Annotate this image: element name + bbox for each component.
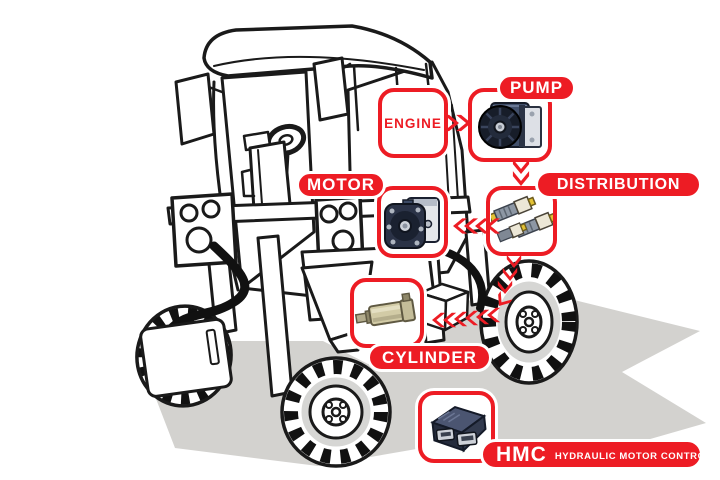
front-wheel	[280, 356, 392, 468]
right-rear-wheel	[479, 259, 579, 385]
cylinder-label: CYLINDER	[382, 347, 477, 367]
hmc-controller-icon	[429, 406, 487, 453]
motor-icon	[383, 197, 440, 249]
left-mirror	[174, 72, 224, 146]
motor-label: MOTOR	[307, 175, 375, 194]
engine-label: ENGINE	[384, 115, 442, 131]
pump-pill: PUMP	[497, 74, 576, 102]
right-mirror	[312, 56, 352, 122]
hydraulic-hoses	[163, 241, 486, 337]
hmc-pill: HMC HYDRAULIC MOTOR CONTROL	[480, 439, 711, 470]
distribution-icon	[490, 195, 553, 243]
cab-roof	[202, 24, 434, 80]
pump-box	[468, 88, 552, 162]
pump-label: PUMP	[509, 78, 564, 97]
distribution-label: DISTRIBUTION	[556, 175, 681, 193]
pump-icon	[478, 102, 542, 149]
cylinder-pill: CYLINDER	[367, 343, 492, 372]
hmc-label: HMC	[496, 442, 547, 466]
cylinder-icon	[354, 292, 416, 327]
engine-box: ENGINE	[378, 88, 448, 158]
motor-pill: MOTOR	[296, 171, 386, 199]
distribution-pill: DISTRIBUTION	[535, 170, 702, 199]
hmc-subtitle: HYDRAULIC MOTOR CONTROL	[554, 450, 712, 462]
motor-box	[377, 186, 448, 258]
cylinder-box	[350, 278, 424, 348]
wheel-motor-housing	[139, 317, 233, 398]
